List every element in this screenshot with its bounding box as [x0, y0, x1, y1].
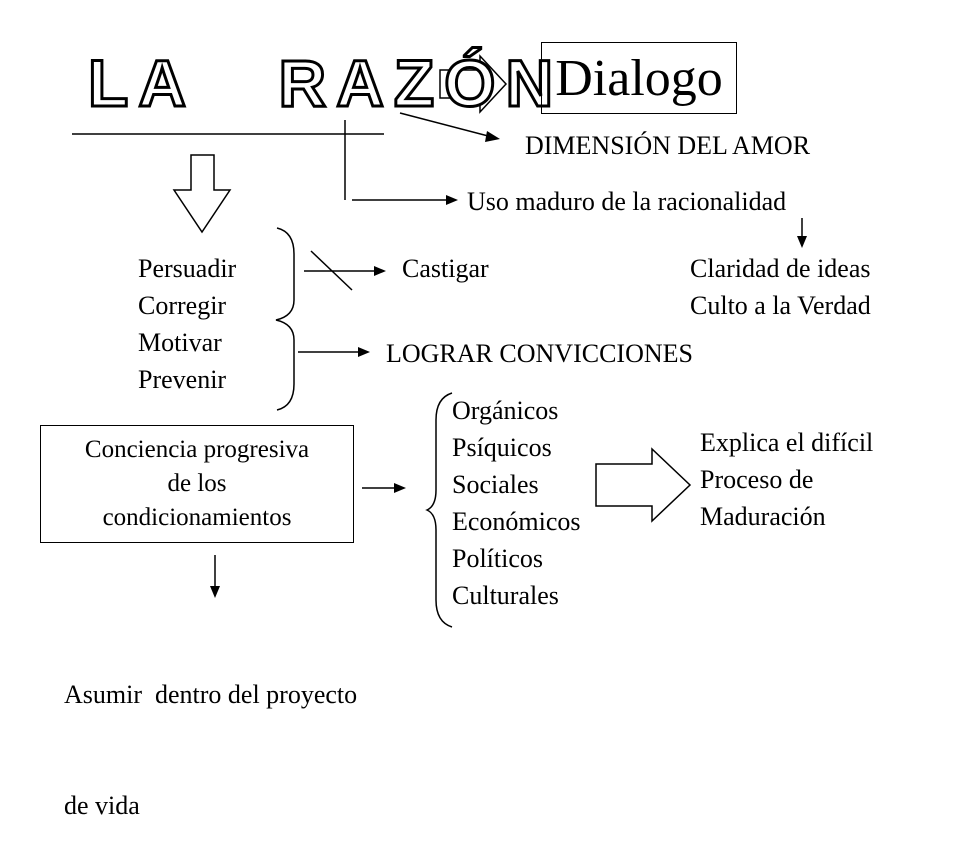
- brace-acciones: [275, 227, 295, 411]
- hollow-arrow-right-icon: [439, 54, 508, 114]
- accion-item: Persuadir: [138, 254, 237, 283]
- hollow-arrow-right-icon: [595, 447, 692, 523]
- castigar-label: Castigar: [402, 254, 489, 283]
- dialogo-box: Dialogo: [541, 42, 737, 114]
- asumir-line: Asumir dentro del proyecto: [64, 680, 358, 709]
- conciencia-box: Conciencia progresiva de los condicionam…: [40, 425, 354, 543]
- arrow-head: [485, 131, 500, 142]
- explica-line: Maduración: [700, 502, 826, 531]
- explica-line: Explica el difícil: [700, 428, 874, 457]
- condicionamiento-item: Económicos: [452, 507, 581, 536]
- accion-item: Motivar: [138, 328, 222, 357]
- arrow-head: [358, 347, 370, 357]
- arrow-head: [446, 195, 458, 205]
- connector-lines: [72, 54, 807, 628]
- arrow-head: [394, 483, 406, 493]
- claridad-item: Claridad de ideas: [690, 254, 871, 283]
- dimension-amor-label: DIMENSIÓN DEL AMOR: [525, 131, 811, 160]
- arrow-head: [210, 586, 220, 598]
- asumir-list: Asumir dentro del proyecto de vida: [64, 602, 357, 861]
- condicionamiento-item: Políticos: [452, 544, 544, 573]
- conciencia-line: condicionamientos: [102, 504, 292, 531]
- explica-line: Proceso de: [700, 465, 814, 494]
- hollow-arrow-down-icon: [172, 154, 232, 234]
- condicionamiento-item: Psíquicos: [452, 433, 552, 462]
- conciencia-line: Conciencia progresiva: [84, 436, 310, 463]
- arrow-head: [374, 266, 386, 276]
- accion-item: Corregir: [138, 291, 227, 320]
- accion-item: Prevenir: [138, 365, 227, 394]
- uso-maduro-label: Uso maduro de la racionalidad: [467, 187, 787, 216]
- explica-list: Explica el difícil Proceso de Maduración: [700, 424, 873, 535]
- claridad-item: Culto a la Verdad: [690, 291, 871, 320]
- dialogo-label: Dialogo: [555, 49, 723, 107]
- claridad-list: Claridad de ideas Culto a la Verdad: [690, 250, 871, 324]
- asumir-line: de vida: [64, 791, 140, 820]
- arrow-to-dimension-amor: [399, 112, 493, 138]
- brace-condicionamientos: [425, 392, 453, 628]
- arrow-head: [797, 236, 807, 248]
- condicionamiento-item: Sociales: [452, 470, 539, 499]
- condicionamiento-item: Orgánicos: [452, 396, 559, 425]
- condicionamiento-item: Culturales: [452, 581, 559, 610]
- acciones-list: Persuadir Corregir Motivar Prevenir: [138, 250, 236, 398]
- conciencia-line: de los: [167, 470, 227, 497]
- cross-out-line: [310, 250, 353, 291]
- lograr-convicciones-label: LOGRAR CONVICCIONES: [386, 339, 693, 368]
- title-la-razon: LA RAZÓN: [86, 46, 564, 120]
- condicionamientos-list: Orgánicos Psíquicos Sociales Económicos …: [452, 392, 581, 614]
